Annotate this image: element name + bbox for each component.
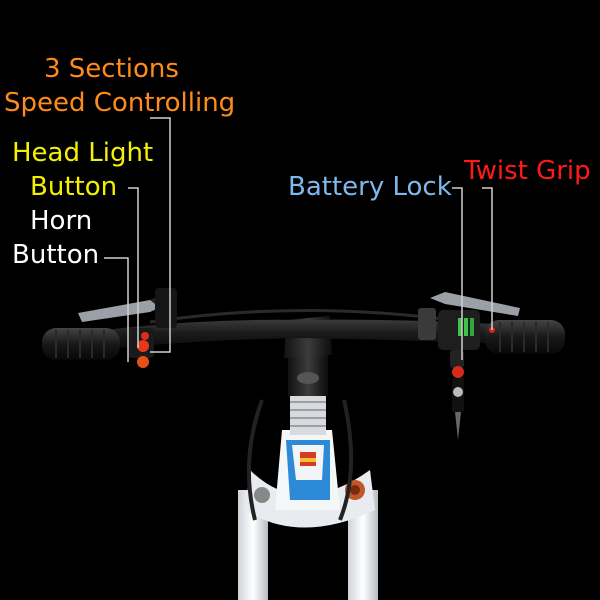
horn-callout-line [104, 257, 129, 362]
battery-lock-label: Battery Lock [288, 172, 452, 202]
speed-callout-line [150, 117, 171, 353]
headlight-callout-line [128, 187, 139, 348]
battery-lock-callout-line [452, 187, 463, 360]
cables [246, 399, 354, 521]
headlight-label-line2: Button [30, 172, 118, 202]
callout-lines [104, 117, 493, 362]
horn-label-line1: Horn [30, 206, 93, 236]
horn-label-line2: Button [12, 240, 100, 270]
headlight-label-line1: Head Light [12, 138, 154, 168]
speed-control-label-line1: 3 Sections [44, 54, 179, 84]
right-brake-lever [430, 292, 520, 316]
head-tube [288, 350, 328, 435]
left-brake-lever [78, 300, 165, 322]
left-switch-cluster [128, 288, 177, 368]
right-throttle-display [418, 308, 480, 440]
twist-grip-label: Twist Grip [464, 156, 591, 186]
speed-control-label-line2: Speed Controlling [4, 88, 236, 118]
front-fork [238, 430, 378, 600]
twist-grip-callout-line [482, 187, 493, 330]
